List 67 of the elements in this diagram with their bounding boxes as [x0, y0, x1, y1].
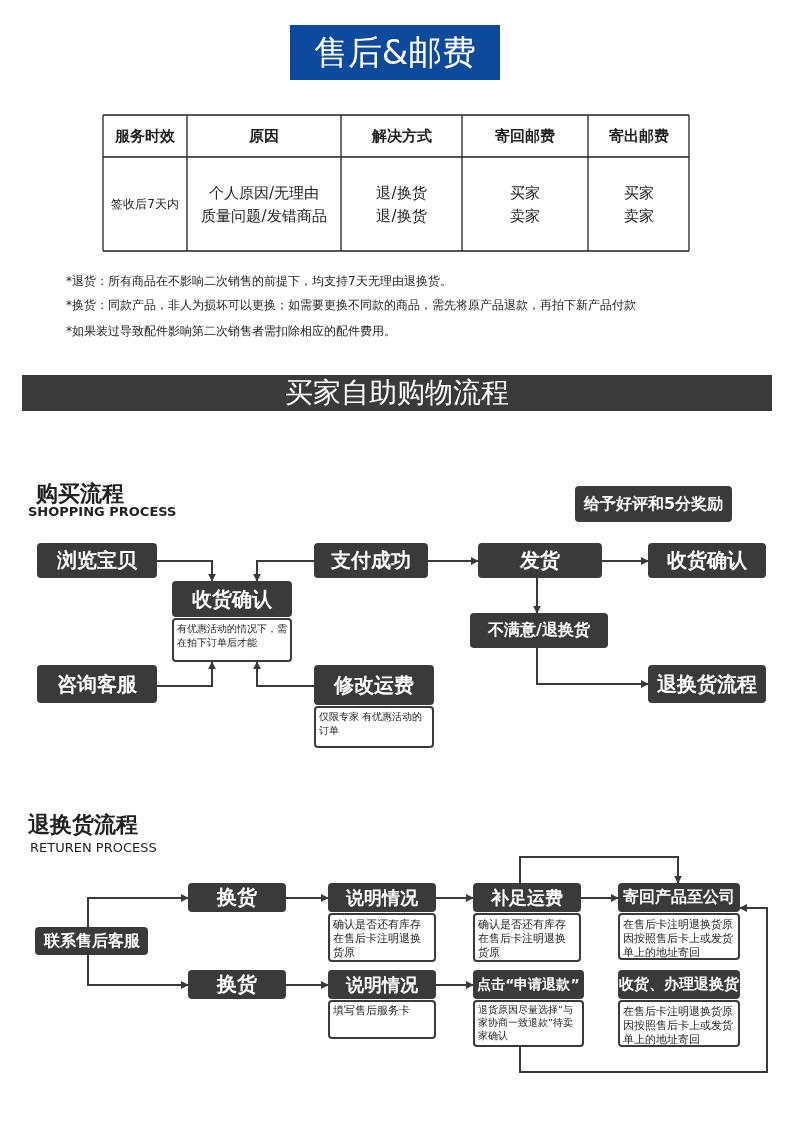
note-text: *换货：同款产品，非人为损坏可以更换；如需要更换不同款的商品，需先将原产品退款，再拍下新产品付款 — [66, 296, 637, 314]
arrow — [87, 894, 189, 928]
process-box: 联系售后客服 — [35, 927, 148, 955]
process-box: 浏览宝贝 — [37, 543, 157, 578]
section-heading: 购买流程 — [36, 480, 125, 506]
cell-text: 卖家 — [622, 205, 655, 227]
arrow — [519, 904, 768, 1073]
process-box: 给予好评和5分奖励 — [575, 486, 732, 522]
step-box: 说明情况 — [328, 970, 436, 999]
step-box: 收货、办理退换货 — [618, 970, 740, 999]
arrow — [285, 981, 329, 989]
process-box: 换货 — [188, 883, 286, 912]
note-box: 仅限专家 有优惠活动的订单 — [314, 706, 434, 748]
section-subheading: RETUREN PROCESS — [30, 838, 158, 856]
note-box: 退货原因尽量选择“与家协商一致退款”待卖家确认 — [473, 1000, 584, 1047]
process-box: 支付成功 — [314, 543, 428, 578]
note-box: 确认是否还有库存在售后卡注明退换货原 — [328, 913, 436, 962]
column-heading: 原因 — [248, 125, 280, 147]
step-box: 修改运费 — [314, 665, 434, 705]
note-box: 有优惠活动的情况下，需在拍下订单后才能 — [172, 618, 292, 662]
column-heading: 服务时效 — [114, 125, 176, 147]
arrow — [156, 661, 216, 687]
note-text: *如果装过导致配件影响第二次销售者需扣除相应的配件费用。 — [66, 322, 397, 340]
column-heading: 解决方式 — [370, 125, 433, 147]
arrow — [519, 856, 682, 884]
section-subheading: SHOPPING PROCESS — [28, 503, 178, 520]
arrow — [435, 894, 474, 902]
cell-text: 退/换货 — [375, 205, 428, 227]
arrow — [427, 557, 479, 565]
section-banner: 买家自助购物流程 — [22, 375, 772, 411]
cell-text: 买家 — [509, 182, 541, 204]
note-box: 在售后卡注明退换货原因按照售后卡上或发货单上的地址寄回 — [618, 913, 740, 960]
arrow — [435, 981, 474, 989]
arrow — [156, 560, 216, 582]
section-heading: 退换货流程 — [28, 811, 139, 839]
arrow — [533, 577, 541, 614]
process-box: 换货 — [188, 970, 286, 999]
note-box: 在售后卡注明退换货原因按照售后卡上或发货单上的地址寄回 — [618, 1000, 740, 1047]
column-heading: 寄回邮费 — [494, 125, 556, 147]
cell-text: 签收后7天内 — [110, 195, 180, 213]
cell-text: 退/换货 — [375, 182, 428, 204]
column-heading: 寄出邮费 — [607, 125, 670, 147]
title-banner: 售后&邮费 — [290, 25, 500, 80]
cell-text: 卖家 — [509, 205, 541, 227]
arrow — [601, 557, 649, 565]
arrow — [580, 894, 619, 902]
step-box: 收货确认 — [172, 581, 292, 617]
process-box: 退换货流程 — [648, 665, 766, 703]
process-box: 发货 — [478, 543, 602, 578]
arrow — [536, 647, 649, 688]
step-box: 寄回产品至公司 — [618, 883, 740, 912]
process-box: 不满意/退换货 — [470, 613, 608, 648]
cell-text: 个人原因/无理由 — [207, 182, 321, 204]
arrow — [285, 894, 329, 902]
step-box: 说明情况 — [328, 883, 436, 912]
process-box: 咨询客服 — [37, 665, 157, 703]
step-box: 补足运费 — [473, 883, 581, 912]
note-box: 填写售后服务卡 — [328, 1000, 436, 1039]
cell-text: 质量问题/发错商品 — [200, 205, 328, 227]
arrow — [253, 560, 315, 582]
cell-text: 买家 — [622, 182, 655, 204]
note-box: 确认是否还有库存在售后卡注明退换货原 — [473, 913, 581, 962]
step-box: 点击“申请退款” — [473, 970, 584, 999]
arrow — [253, 661, 315, 687]
arrow — [87, 954, 189, 989]
process-box: 收货确认 — [648, 543, 766, 578]
note-text: *退货：所有商品在不影响二次销售的前提下，均支持7天无理由退换货。 — [66, 272, 453, 290]
